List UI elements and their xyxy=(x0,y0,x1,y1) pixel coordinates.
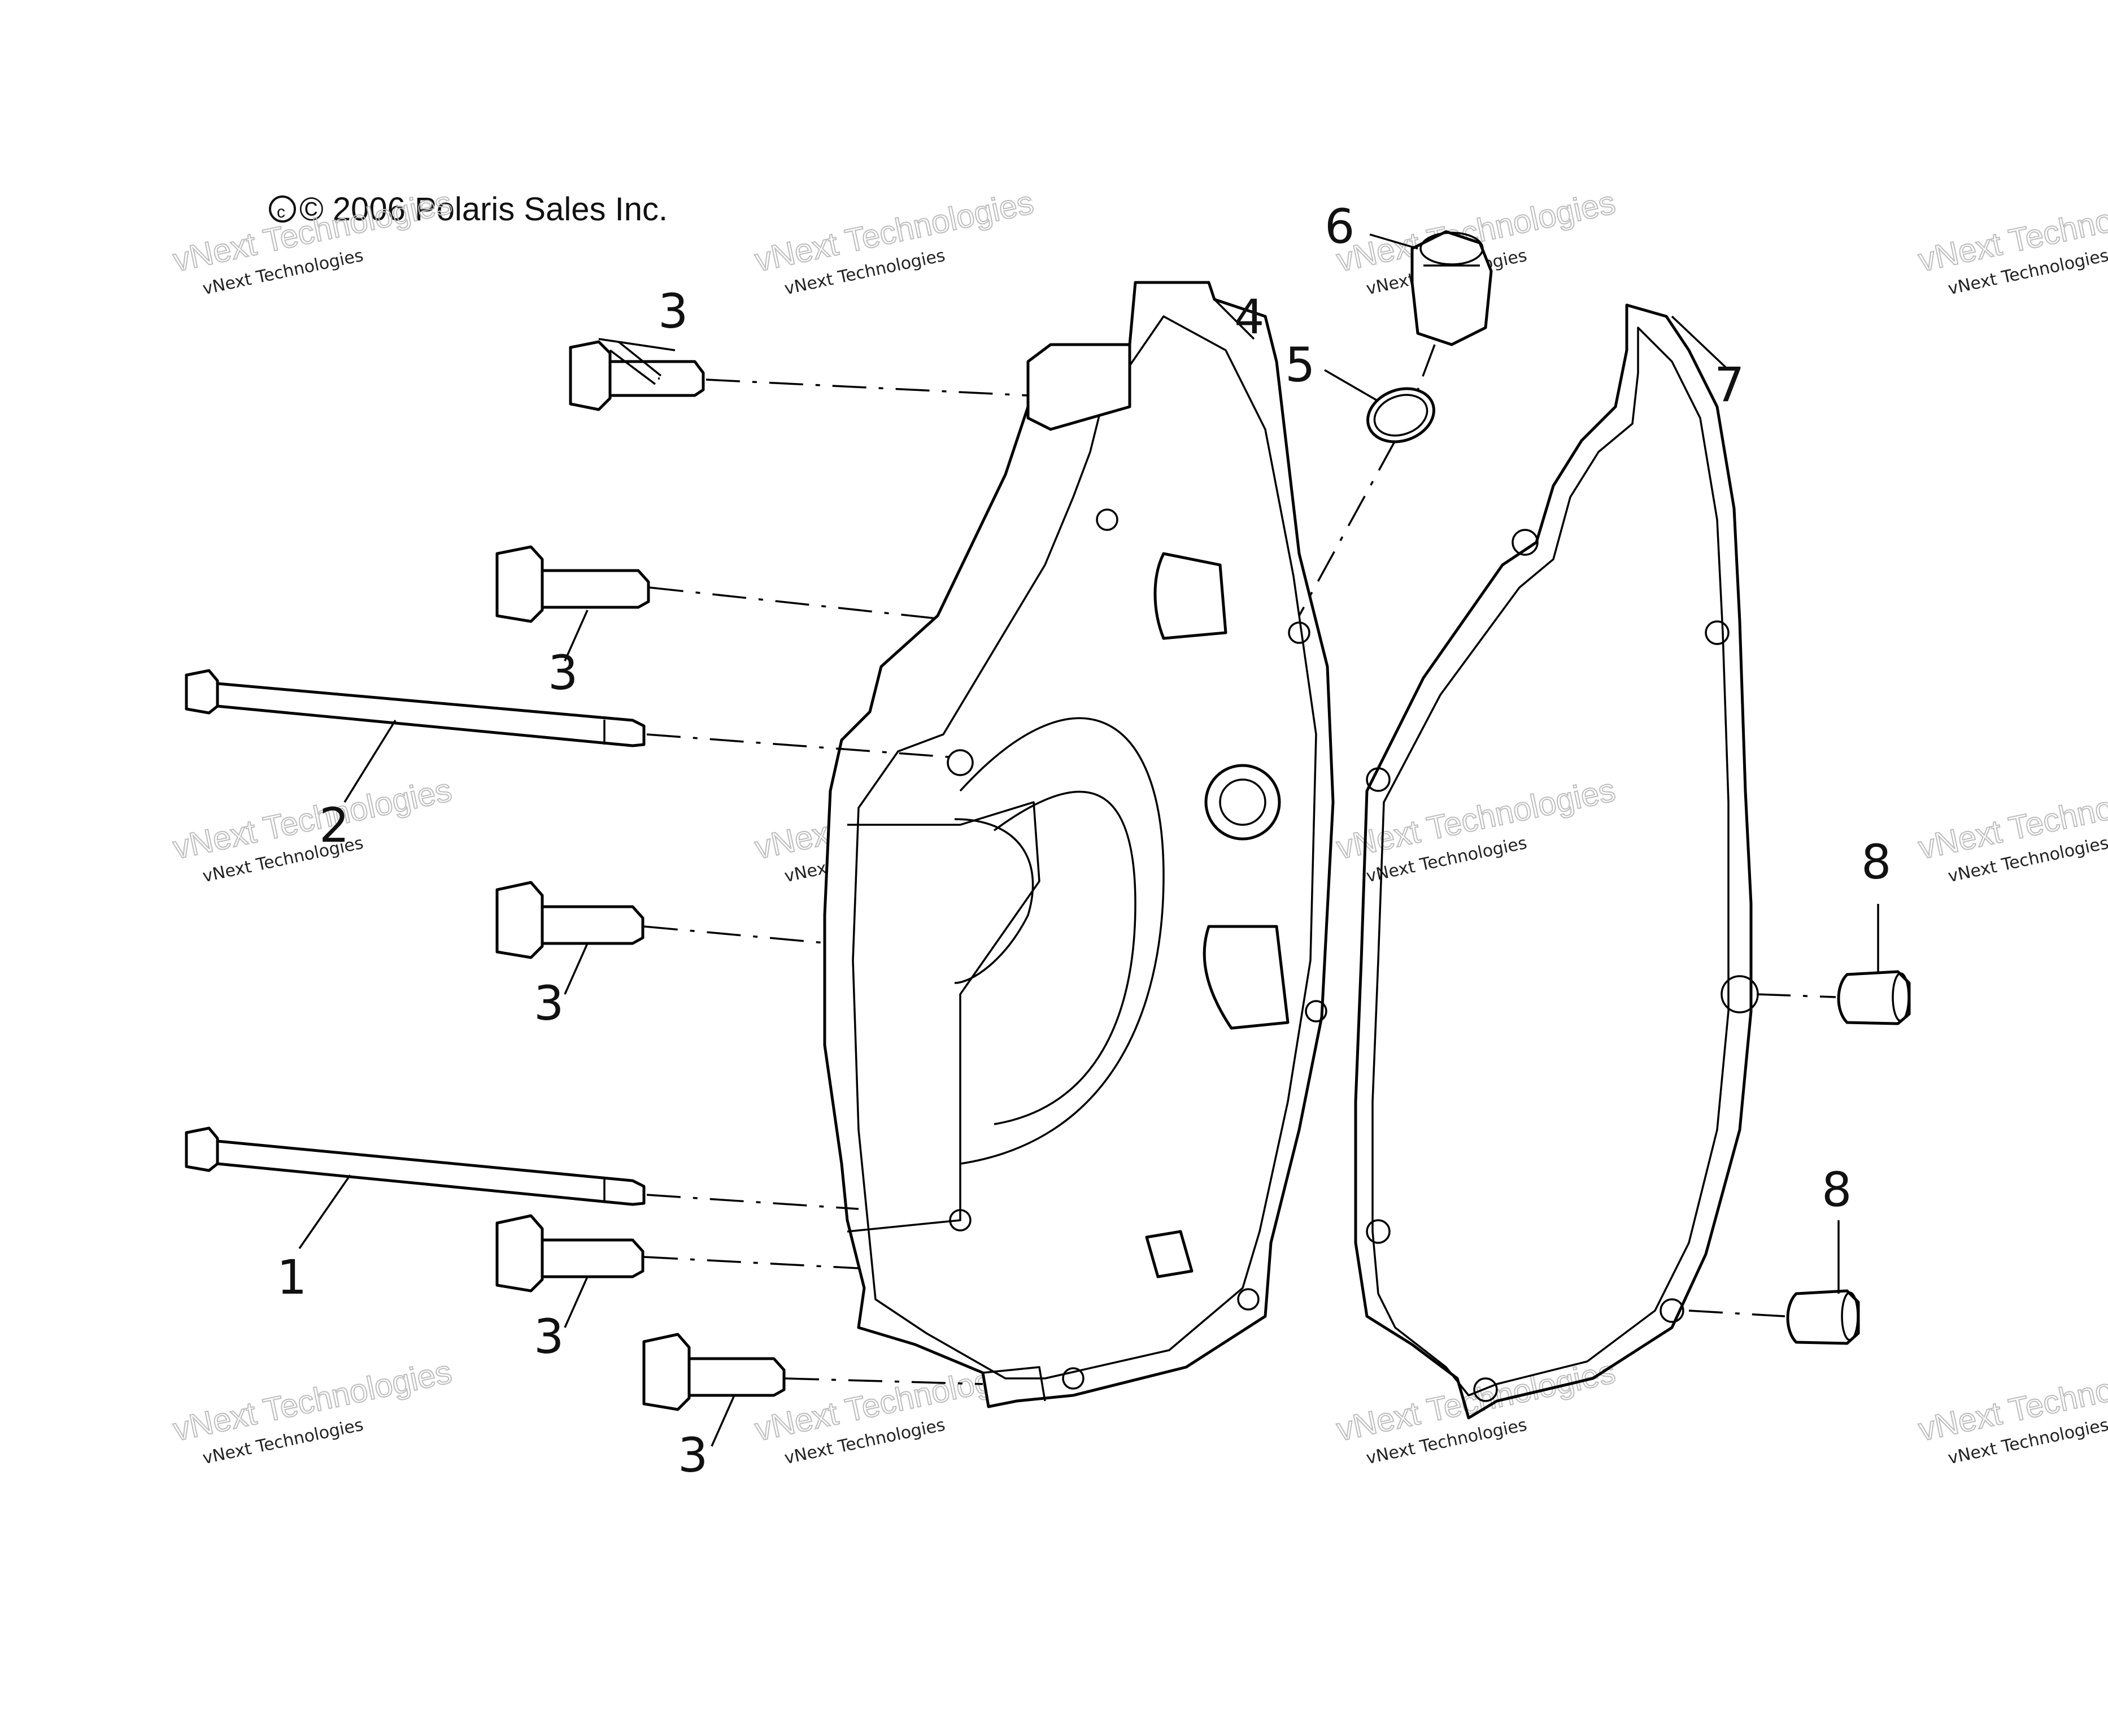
dowel-part-8 xyxy=(1786,1289,1860,1345)
callout-3: 3 xyxy=(534,1309,564,1364)
leader-lines xyxy=(298,233,1879,1447)
callout-8: 8 xyxy=(1861,834,1891,890)
watermark: vNext Technologies vNext Technologies xyxy=(169,1353,455,1469)
callout-4: 4 xyxy=(1234,289,1264,345)
callout-1: 1 xyxy=(277,1250,307,1305)
assembly-lines xyxy=(643,344,1836,1385)
watermark: vNext Technologies vNext Technologies xyxy=(1915,184,2108,299)
bolt-part-3 xyxy=(642,1333,786,1411)
callout-3: 3 xyxy=(548,645,578,701)
bolt-part-3 xyxy=(495,1214,644,1293)
watermark: vNext Technologies vNext Technologies xyxy=(751,184,1037,299)
long-bolt-part-1 xyxy=(185,1126,646,1206)
callout-3: 3 xyxy=(534,976,564,1031)
plug-part-6 xyxy=(1410,230,1493,346)
callout-7: 7 xyxy=(1714,357,1744,412)
gasket-part-7 xyxy=(1354,303,1759,1420)
bolt-part-3 xyxy=(569,340,705,411)
copyright-text: © 2006 Polaris Sales Inc. xyxy=(299,191,668,228)
bolt-part-3 xyxy=(495,545,650,623)
watermark: vNext Technologies vNext Technologies xyxy=(1915,1353,2108,1469)
long-bolt-part-2 xyxy=(185,669,646,747)
callout-3: 3 xyxy=(678,1428,708,1483)
cover-part-4 xyxy=(823,281,1335,1408)
o-ring-part-5 xyxy=(1366,387,1435,443)
callout-6: 6 xyxy=(1325,199,1354,254)
watermark: vNext Technologies vNext Technologies xyxy=(169,771,455,887)
callout-5: 5 xyxy=(1285,337,1315,393)
copyright-notice: c © 2006 Polaris Sales Inc. xyxy=(269,191,668,228)
callout-2: 2 xyxy=(319,798,349,853)
dowel-part-8 xyxy=(1837,970,1911,1025)
watermark: vNext Technologies vNext Technologies xyxy=(1915,771,2108,887)
watermark: vNext Technologies vNext Technologies xyxy=(1333,771,1619,887)
callout-8: 8 xyxy=(1822,1162,1852,1217)
callout-3: 3 xyxy=(658,284,688,339)
svg-text:c: c xyxy=(277,203,285,221)
bolt-part-3 xyxy=(495,881,644,959)
